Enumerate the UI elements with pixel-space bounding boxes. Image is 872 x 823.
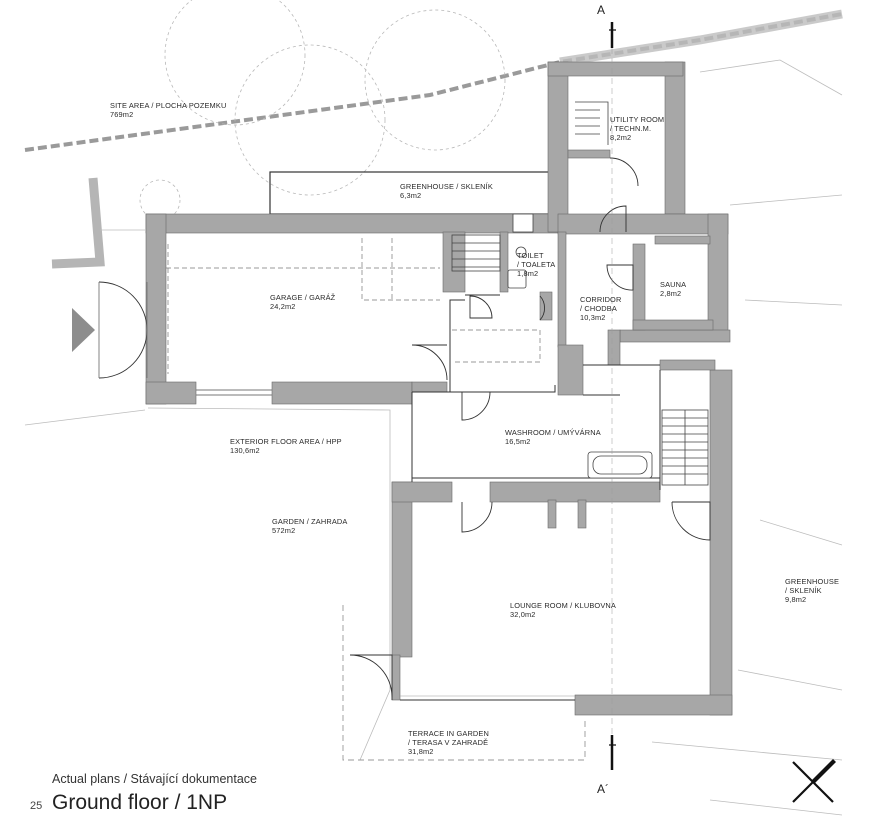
fixtures	[507, 213, 653, 479]
dashed-overheads	[166, 238, 541, 374]
surrounding-lines	[24, 59, 843, 816]
interior-lines	[196, 294, 661, 701]
plan-subtitle: Actual plans / Stávající dokumentace	[52, 772, 257, 786]
plan-title: Ground floor / 1NP	[52, 791, 228, 814]
section-mark-bottom: A´	[597, 782, 609, 796]
section-mark-top: A	[597, 3, 606, 17]
stairs-upper	[451, 101, 609, 272]
north-arrow	[792, 759, 836, 803]
stairs-lower	[661, 409, 709, 486]
entrance-arrow	[72, 308, 95, 352]
walls	[145, 61, 733, 716]
section-line	[609, 22, 616, 770]
page-number: 25	[30, 800, 43, 812]
label-utility-room: UTILITY ROOM/ TECHN.M.8,2m2	[610, 115, 665, 142]
site-boundary	[24, 9, 843, 269]
doors	[98, 157, 711, 700]
terrace-outline	[342, 605, 586, 761]
